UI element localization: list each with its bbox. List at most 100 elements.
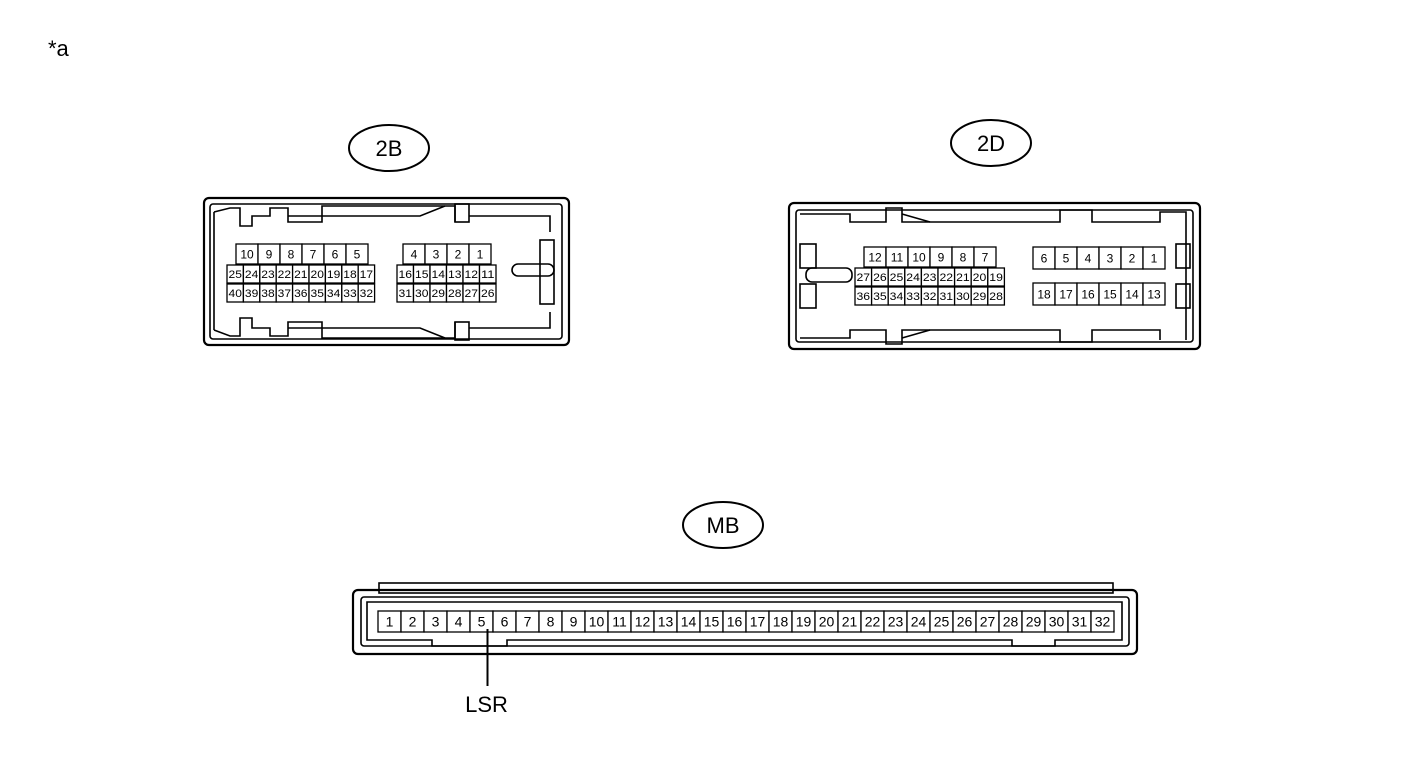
pin-12: 12: [462, 264, 481, 284]
pin-number: 13: [448, 269, 462, 281]
pin-number: 20: [819, 614, 835, 630]
pin-31: 31: [396, 283, 415, 303]
pin-number: 9: [938, 250, 945, 264]
pin-number: 25: [229, 269, 242, 281]
pin-number: 5: [1063, 251, 1070, 265]
pin-number: 7: [524, 614, 532, 630]
pin-number: 27: [980, 614, 996, 630]
pin-30: 30: [1044, 610, 1069, 633]
pin-4: 4: [446, 610, 471, 633]
pin-18: 18: [1032, 282, 1056, 306]
pin-17: 17: [1054, 282, 1078, 306]
pin-20: 20: [814, 610, 839, 633]
pin-27: 27: [975, 610, 1000, 633]
connector-2b-housing: [202, 196, 571, 347]
pin-25: 25: [929, 610, 954, 633]
callout-lsr: LSR: [465, 629, 508, 717]
pin-number: 2: [1129, 251, 1136, 265]
pin-number: 12: [868, 250, 882, 264]
pin-number: 9: [266, 247, 273, 261]
pin-26: 26: [478, 283, 497, 303]
pin-38: 38: [259, 283, 277, 303]
pin-25: 25: [226, 264, 245, 284]
pin-11: 11: [607, 610, 632, 633]
pin-number: 25: [934, 614, 950, 630]
pin-number: 7: [982, 250, 989, 264]
pin-number: 19: [796, 614, 812, 630]
pin-14: 14: [676, 610, 701, 633]
pin-number: 24: [245, 269, 258, 281]
pin-number: 23: [261, 269, 274, 281]
pin-number: 22: [865, 614, 881, 630]
pin-number: 30: [1049, 614, 1065, 630]
pin-7: 7: [515, 610, 540, 633]
pin-number: 1: [1151, 251, 1158, 265]
pin-27: 27: [462, 283, 481, 303]
connector-mb-housing: [351, 582, 1139, 656]
pin-29: 29: [429, 283, 448, 303]
pin-number: 3: [432, 614, 440, 630]
pin-8: 8: [951, 246, 975, 268]
pin-number: 2: [455, 247, 462, 261]
pin-number: 40: [229, 288, 242, 300]
pin-18: 18: [341, 264, 359, 284]
pin-number: 19: [327, 269, 340, 281]
pin-number: 28: [1003, 614, 1019, 630]
pin-number: 14: [1125, 287, 1139, 301]
pin-22: 22: [860, 610, 885, 633]
figure-label: *a: [48, 36, 70, 61]
callout-label: LSR: [465, 692, 508, 717]
pin-9: 9: [257, 243, 281, 265]
pin-21: 21: [291, 264, 310, 284]
pin-35: 35: [870, 286, 889, 306]
pin-number: 14: [681, 614, 697, 630]
pin-number: 20: [311, 269, 324, 281]
pin-26: 26: [952, 610, 977, 633]
pin-21: 21: [953, 267, 972, 287]
pin-number: 32: [360, 288, 373, 300]
pin-26: 26: [870, 267, 889, 287]
pin-number: 23: [923, 272, 937, 284]
pin-number: 28: [448, 288, 462, 300]
pin-number: 35: [311, 288, 324, 300]
pin-number: 2: [409, 614, 417, 630]
pin-12: 12: [863, 246, 887, 268]
pin-34: 34: [324, 283, 343, 303]
pin-11: 11: [478, 264, 497, 284]
pin-29: 29: [1021, 610, 1046, 633]
pin-number: 21: [842, 614, 858, 630]
pin-6: 6: [492, 610, 517, 633]
pin-37: 37: [275, 283, 294, 303]
pin-9: 9: [561, 610, 586, 633]
pin-34: 34: [887, 286, 906, 306]
pin-24: 24: [242, 264, 261, 284]
pin-1: 1: [468, 243, 492, 265]
pin-number: 6: [1041, 251, 1048, 265]
pin-10: 10: [907, 246, 931, 268]
pin-number: 29: [432, 288, 446, 300]
pin-28: 28: [998, 610, 1023, 633]
pin-number: 35: [873, 291, 887, 303]
pin-12: 12: [630, 610, 655, 633]
pin-number: 31: [1072, 614, 1088, 630]
pin-number: 18: [773, 614, 789, 630]
pin-number: 15: [415, 269, 429, 281]
pin-32: 32: [920, 286, 939, 306]
pin-number: 32: [923, 291, 937, 303]
pin-number: 22: [278, 269, 291, 281]
pin-39: 39: [242, 283, 261, 303]
pin-number: 3: [433, 247, 440, 261]
pin-6: 6: [323, 243, 347, 265]
pin-7: 7: [973, 246, 997, 268]
pin-number: 27: [857, 272, 871, 284]
pin-number: 18: [1037, 287, 1051, 301]
pin-16: 16: [396, 264, 415, 284]
pin-29: 29: [970, 286, 989, 306]
pin-24: 24: [906, 610, 931, 633]
pin-number: 7: [310, 247, 317, 261]
pin-number: 34: [327, 288, 340, 300]
